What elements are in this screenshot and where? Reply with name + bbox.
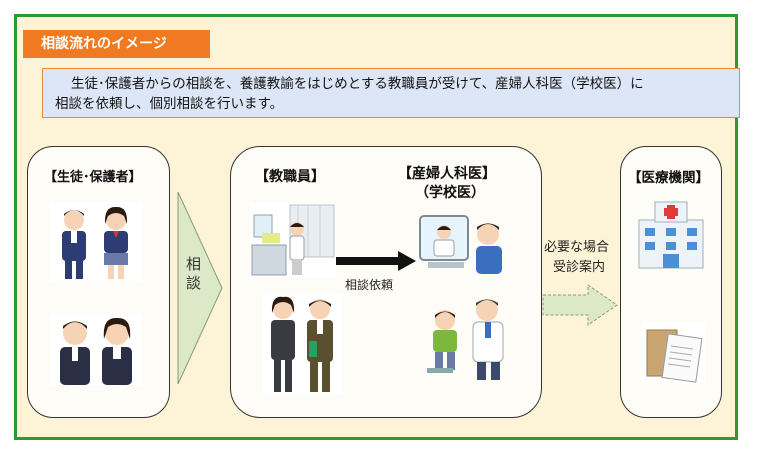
section-title: 相談流れのイメージ xyxy=(23,30,210,58)
school-doctor-label: （学校医） xyxy=(415,185,485,201)
request-arrow-icon xyxy=(336,251,416,271)
request-label: 相談依頼 xyxy=(345,278,394,292)
students-parents-label: 【生徒･保護者】 xyxy=(44,170,142,185)
description-line-1: 生徒･保護者からの相談を、養護教諭をはじめとする教職員が受けて、産婦人科医（学校… xyxy=(71,76,644,92)
parents-illustration xyxy=(50,313,142,385)
consult-label: 相談 xyxy=(184,256,202,294)
referral-arrow-icon xyxy=(542,284,618,326)
hospital-icon xyxy=(638,201,704,269)
doctor-consultation-illustration xyxy=(427,299,504,380)
students-illustration xyxy=(50,202,142,282)
description-box: 生徒･保護者からの相談を、養護教諭をはじめとする教職員が受けて、産婦人科医（学校… xyxy=(42,68,740,118)
referral-line-1: 必要な場合 xyxy=(544,240,610,255)
staff-label: 【教職員】 xyxy=(255,169,325,185)
medical-institution-label: 【医療機関】 xyxy=(628,170,709,186)
referral-line-2: 受診案内 xyxy=(553,260,606,275)
consult-arrow-icon xyxy=(177,191,223,385)
documents-icon xyxy=(641,322,705,384)
teachers-illustration xyxy=(263,293,343,395)
video-call-illustration xyxy=(419,215,502,274)
description-line-2: 相談を依頼し、個別相談を行います。 xyxy=(55,96,284,112)
obgyn-label: 【産婦人科医】 xyxy=(398,166,496,182)
nurse-office-illustration xyxy=(250,203,336,277)
